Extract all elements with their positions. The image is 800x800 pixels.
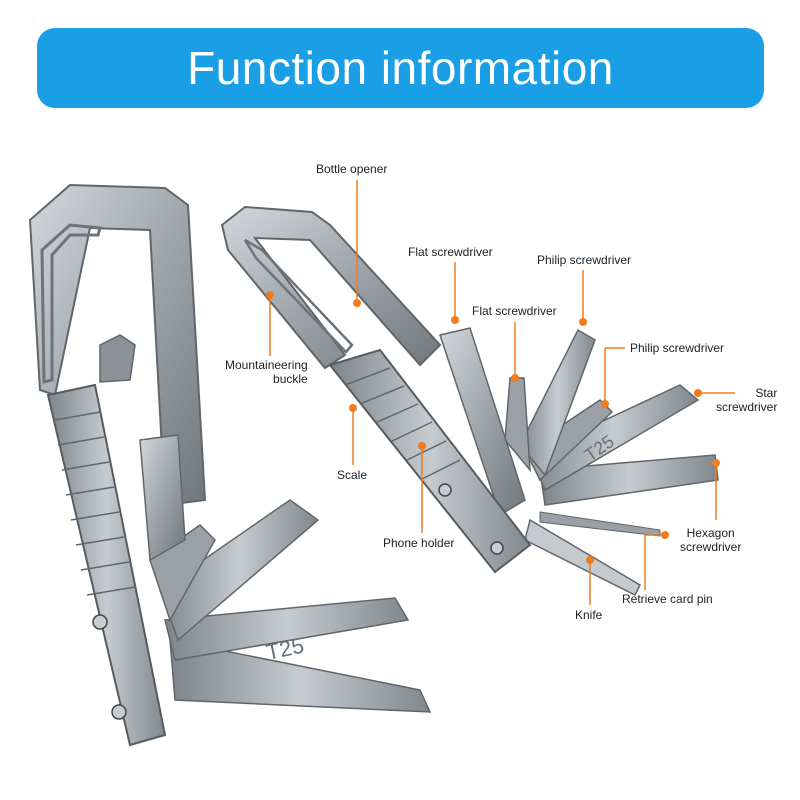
callout-dots: [266, 291, 720, 564]
left-blade-flat-big: [139, 434, 186, 562]
label-scale: Scale: [337, 468, 368, 482]
label-flat-screwdriver-2: Flat screwdriver: [472, 304, 557, 318]
label-hexagon-screwdriver: Hexagon screwdriver: [680, 526, 741, 554]
label-phone-holder: Phone holder: [383, 536, 455, 550]
right-blade-philip-1: [519, 328, 596, 477]
callouts: [269, 180, 735, 605]
left-blade-philip: [159, 499, 320, 642]
label-star-line-1: Star: [755, 386, 778, 400]
label-mountaineering-buckle: Mountaineering buckle: [225, 358, 308, 386]
right-blade-flat-1: [439, 327, 526, 517]
label-philip-screwdriver-1: Philip screwdriver: [537, 253, 632, 267]
right-handle-ridges: [344, 367, 461, 481]
callout-dot-knife: [586, 556, 594, 564]
label-philip-screwdriver-2: Philip screwdriver: [630, 341, 725, 355]
left-wire-gate: [40, 223, 102, 384]
right-screw-2: [490, 541, 504, 555]
right-wire-gate: [243, 238, 354, 354]
callout-dot-phone: [418, 442, 426, 450]
right-handle: [328, 348, 532, 574]
callout-dot-flat-2: [511, 374, 519, 382]
callout-dot-philip-2: [601, 400, 609, 408]
left-screw-2: [111, 704, 127, 720]
callout-dot-mountaineering: [266, 291, 274, 299]
callout-dot-scale: [349, 404, 357, 412]
left-multitool: T25: [28, 183, 432, 747]
left-blade-hex: [169, 639, 432, 713]
left-screw-1: [92, 614, 108, 630]
left-handle-ridges: [54, 411, 136, 596]
callout-dot-star: [694, 389, 702, 397]
callout-dot-retrieve: [661, 531, 669, 539]
title-banner: Function information: [37, 28, 764, 108]
right-multitool: T25: [220, 205, 719, 597]
label-mountaineering-line-1: Mountaineering: [225, 358, 308, 372]
right-blade-pin: [539, 511, 661, 537]
callout-dot-hexagon: [712, 459, 720, 467]
label-flat-screwdriver-1: Flat screwdriver: [408, 245, 493, 259]
right-blade-flat-2: [504, 377, 531, 473]
label-hexagon-line-1: Hexagon: [686, 526, 735, 540]
label-retrieve-card-pin: Retrieve card pin: [622, 592, 713, 606]
label-knife: Knife: [575, 608, 603, 622]
label-mountaineering-line-2: buckle: [273, 372, 308, 386]
label-star-line-2: screwdriver: [716, 400, 778, 414]
left-blade-star: [164, 597, 410, 661]
right-screw-1: [438, 483, 452, 497]
label-star-screwdriver: Star screwdriver: [704, 386, 777, 414]
left-opener-notch: [99, 334, 136, 383]
right-blade-knife: [524, 518, 641, 597]
label-bottle-opener: Bottle opener: [316, 162, 388, 176]
callout-dot-philip-1: [579, 318, 587, 326]
label-hexagon-line-2: screwdriver: [680, 540, 742, 554]
callout-dot-flat-1: [451, 316, 459, 324]
right-carabiner: [220, 205, 442, 370]
callout-dot-bottle-opener: [353, 299, 361, 307]
banner-title: Function information: [187, 42, 614, 94]
